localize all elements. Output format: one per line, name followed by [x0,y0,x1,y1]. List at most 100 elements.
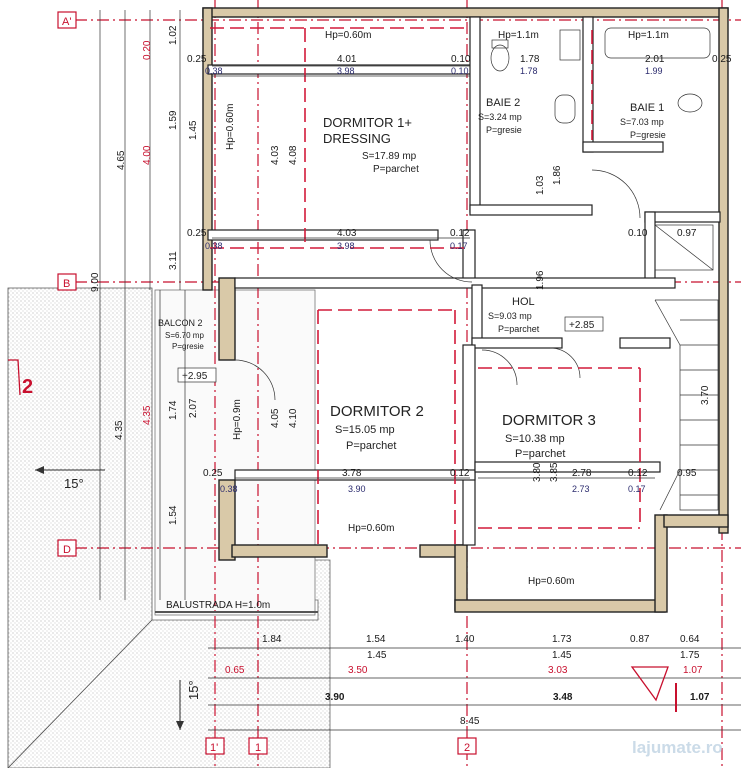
svg-text:S=3.24 mp: S=3.24 mp [478,112,522,122]
section-mark-line [8,359,21,396]
exterior-walls [202,7,729,613]
svg-text:1.07: 1.07 [690,692,710,703]
svg-text:P=parchet: P=parchet [515,448,565,460]
svg-text:1': 1' [210,742,218,754]
svg-text:S=7.03 mp: S=7.03 mp [620,117,664,127]
svg-text:0.38: 0.38 [205,66,223,76]
opening-hp-d2: Hp=0.60m [348,523,394,534]
grid-bubble-1: 1 [248,737,268,755]
svg-text:0.12: 0.12 [628,468,648,479]
opening-hp-top: Hp=0.60m [325,30,371,41]
svg-text:1.54: 1.54 [366,634,386,645]
opening-hp-balcon: Hp=0.9m [232,399,243,440]
svg-text:+2.95: +2.95 [182,371,208,382]
svg-text:4.35: 4.35 [114,420,125,440]
svg-text:1.45: 1.45 [188,120,199,140]
svg-text:P=gresie: P=gresie [172,342,204,351]
grid-bubble-b: B [57,273,77,291]
svg-text:0.97: 0.97 [677,228,697,239]
grid-bubble-2: 2 [457,737,477,755]
svg-text:3.48: 3.48 [553,692,573,703]
svg-text:0.20: 0.20 [142,40,153,60]
slope-left-label: 15° [64,476,84,491]
svg-text:3.80: 3.80 [532,462,543,482]
svg-text:0.10: 0.10 [451,54,471,65]
level-hol: +2.85 [564,316,604,332]
svg-text:1: 1 [255,742,261,754]
svg-text:P=gresie: P=gresie [630,130,666,140]
room-dormitor1: DORMITOR 1+ DRESSING S=17.89 mp P=parche… [323,115,419,175]
dims-lower-rooms: 3.78 3.90 0.12 0.25 0.38 2.78 2.73 0.12 … [203,468,697,494]
svg-text:1.99: 1.99 [645,66,663,76]
svg-text:3.50: 3.50 [348,665,368,676]
svg-text:DORMITOR 3: DORMITOR 3 [502,412,596,429]
svg-text:1.45: 1.45 [367,650,387,661]
svg-text:DORMITOR 2: DORMITOR 2 [330,403,424,420]
opening-hp-left: Hp=0.60m [225,104,236,150]
sanitary-fixtures [490,27,714,271]
level-balcon: +2.95 [177,367,217,383]
svg-text:BAIE 2: BAIE 2 [486,97,520,109]
svg-text:4.08: 4.08 [288,145,299,165]
room-hol: HOL S=9.03 mp P=parchet [488,296,540,334]
dims-mid: 4.03 3.98 0.12 0.17 0.10 0.97 0.25 0.38 [187,228,697,251]
svg-text:0.87: 0.87 [630,634,650,645]
dims-vertical-left: 1.02 0.20 1.59 1.45 4.65 4.00 3.11 9.00 … [90,10,199,600]
svg-text:2.78: 2.78 [572,468,592,479]
svg-text:P=gresie: P=gresie [486,125,522,135]
svg-text:4.00: 4.00 [142,145,153,165]
svg-text:0.17: 0.17 [628,484,646,494]
svg-text:0.38: 0.38 [220,484,238,494]
svg-text:P=parchet: P=parchet [373,164,419,175]
svg-text:0.25: 0.25 [187,228,207,239]
beam-lines [210,27,641,548]
svg-text:1.54: 1.54 [168,505,179,525]
svg-text:4.35: 4.35 [142,405,153,425]
svg-text:4.65: 4.65 [116,150,127,170]
section-mark-number: 2 [22,376,33,398]
dims-bottom: 1.84 1.54 1.40 1.73 0.87 0.64 1.45 1.45 … [208,634,741,731]
svg-text:A': A' [62,16,71,28]
svg-text:3.98: 3.98 [337,241,355,251]
svg-text:3.70: 3.70 [700,385,711,405]
svg-text:1.74: 1.74 [168,400,179,420]
doors [234,169,641,401]
slope-arrow-bottom-head [176,721,184,730]
svg-text:D: D [63,544,71,556]
grid-bubble-d: D [57,539,77,557]
svg-text:S=10.38 mp: S=10.38 mp [505,433,565,445]
svg-text:1.75: 1.75 [680,650,700,661]
svg-text:P=parchet: P=parchet [346,440,396,452]
svg-text:4.01: 4.01 [337,54,357,65]
svg-text:3.98: 3.98 [337,66,355,76]
svg-text:1.59: 1.59 [168,110,179,130]
opening-hp-d3: Hp=0.60m [528,576,574,587]
staircase [654,299,719,511]
roof-slope-triangle [630,666,669,702]
slope-arrow-left-head [35,466,44,474]
opening-hp-baie1: Hp=1.1m [628,30,669,41]
svg-text:0.25: 0.25 [187,54,207,65]
room-baie1: BAIE 1 S=7.03 mp P=gresie [620,102,666,140]
svg-text:1.96: 1.96 [535,270,546,290]
svg-text:9.00: 9.00 [90,272,101,292]
svg-text:1.07: 1.07 [683,665,703,676]
svg-text:2.73: 2.73 [572,484,590,494]
svg-text:S=9.03 mp: S=9.03 mp [488,311,532,321]
dims-top: 4.01 3.98 0.10 0.10 1.78 1.78 2.01 1.99 … [187,54,732,77]
svg-text:3.11: 3.11 [168,251,179,270]
svg-text:2.07: 2.07 [188,398,199,418]
svg-text:0.64: 0.64 [680,634,700,645]
svg-text:BAIE 1: BAIE 1 [630,102,664,114]
svg-text:S=15.05 mp: S=15.05 mp [335,424,395,436]
svg-text:4.03: 4.03 [337,228,357,239]
svg-text:1.78: 1.78 [520,54,540,65]
opening-hp-baie2: Hp=1.1m [498,30,539,41]
svg-text:0.12: 0.12 [450,468,470,479]
grid-bubble-a-prime: A' [57,11,77,29]
room-dormitor3: DORMITOR 3 S=10.38 mp P=parchet [502,412,596,460]
svg-text:3.85: 3.85 [549,462,560,482]
svg-text:1.45: 1.45 [552,650,572,661]
slope-bottom-label: 15° [186,680,201,700]
